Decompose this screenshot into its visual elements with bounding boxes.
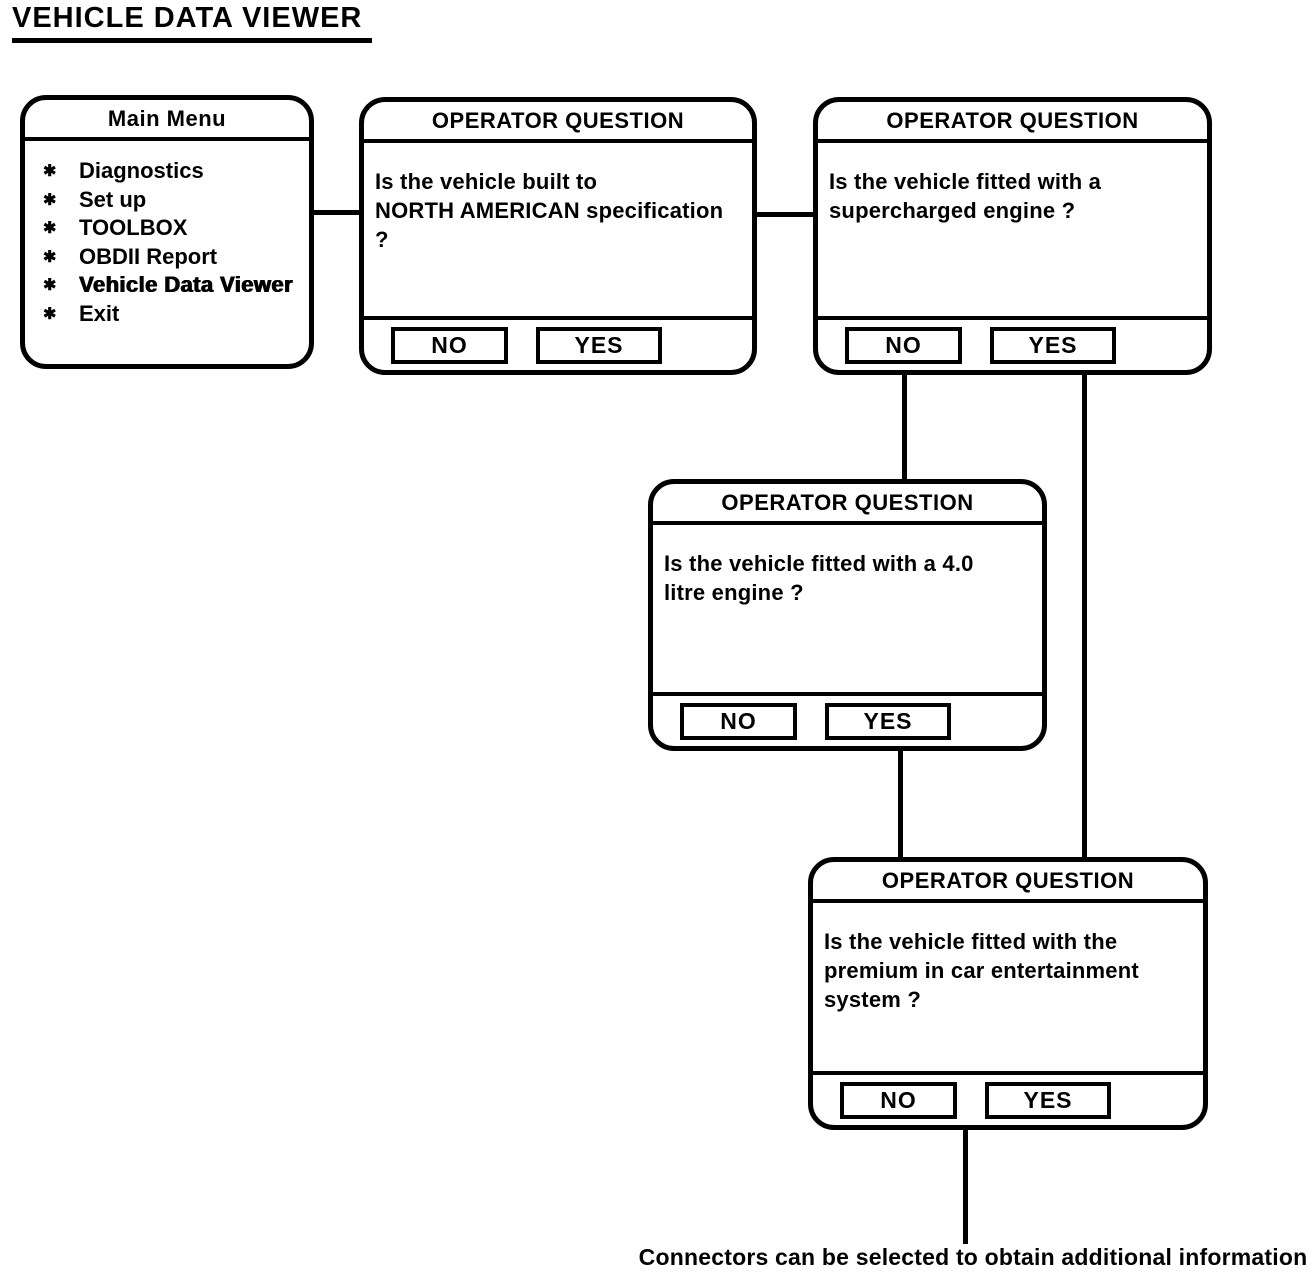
yes-button[interactable]: YES [985,1081,1111,1119]
bullet-icon: ✱ [43,220,57,238]
dialog-supercharged-engine: OPERATOR QUESTION Is the vehicle fitted … [813,97,1212,375]
dialog-button-row: NO YES [818,316,1207,370]
dialog-title: OPERATOR QUESTION [653,484,1042,525]
dialog-question-text: Is the vehicle fitted with the premium i… [824,929,1139,1012]
dialog-question-text: Is the vehicle fitted with a 4.0 litre e… [664,551,974,605]
menu-item-label: Set up [79,186,147,212]
menu-item-label: TOOLBOX [79,215,188,241]
connector-mainmenu-to-dialog1 [313,210,360,215]
bullet-icon: ✱ [43,277,57,295]
main-menu-title: Main Menu [25,100,309,141]
menu-item-label: Exit [79,300,120,326]
dialog-premium-ice-system: OPERATOR QUESTION Is the vehicle fitted … [808,857,1208,1130]
connector-dialog1-to-dialog2 [756,212,814,217]
yes-button[interactable]: YES [990,326,1116,364]
dialog-title: OPERATOR QUESTION [364,102,752,143]
dialog-4-litre-engine: OPERATOR QUESTION Is the vehicle fitted … [648,479,1047,751]
dialog-north-american-spec: OPERATOR QUESTION Is the vehicle built t… [359,97,757,375]
connector-dialog2-no-to-dialog3 [902,373,907,481]
dialog-title: OPERATOR QUESTION [813,862,1203,903]
main-menu-panel: Main Menu ✱ Diagnostics ✱ Set up ✱ TOOLB… [20,95,314,369]
menu-item-vehicle-data-viewer[interactable]: ✱ Vehicle Data Viewer [41,271,301,300]
bullet-icon: ✱ [43,305,57,323]
connector-dialog4-to-footnote [963,1128,968,1244]
page-title: VEHICLE DATA VIEWER [12,2,373,43]
menu-item-set-up[interactable]: ✱ Set up [41,186,301,215]
no-button[interactable]: NO [845,326,962,364]
dialog-button-row: NO YES [653,692,1042,746]
connector-dialog2-yes-to-dialog4 [1082,373,1087,859]
no-button[interactable]: NO [391,326,508,364]
dialog-button-row: NO YES [813,1071,1203,1125]
no-button[interactable]: NO [680,702,797,740]
menu-item-diagnostics[interactable]: ✱ Diagnostics [41,157,301,186]
bullet-icon: ✱ [43,248,57,266]
bullet-icon: ✱ [43,191,57,209]
yes-button[interactable]: YES [536,326,662,364]
main-menu-list: ✱ Diagnostics ✱ Set up ✱ TOOLBOX ✱ OBDII… [25,141,309,328]
menu-item-label: Diagnostics [79,158,204,184]
bullet-icon: ✱ [43,163,57,181]
footnote-text: Connectors can be selected to obtain add… [638,1244,1308,1270]
menu-item-exit[interactable]: ✱ Exit [41,300,301,329]
menu-item-toolbox[interactable]: ✱ TOOLBOX [41,214,301,243]
dialog-title: OPERATOR QUESTION [818,102,1207,143]
dialog-button-row: NO YES [364,316,752,370]
no-button[interactable]: NO [840,1081,957,1119]
menu-item-label: Vehicle Data Viewer [79,272,293,298]
connector-dialog3-to-dialog4 [898,749,903,859]
menu-item-label: OBDII Report [79,243,218,269]
dialog-question-text: Is the vehicle built to NORTH AMERICAN s… [375,169,724,252]
dialog-question-text: Is the vehicle fitted with a supercharge… [829,169,1102,223]
menu-item-obdii-report[interactable]: ✱ OBDII Report [41,243,301,272]
yes-button[interactable]: YES [825,702,951,740]
